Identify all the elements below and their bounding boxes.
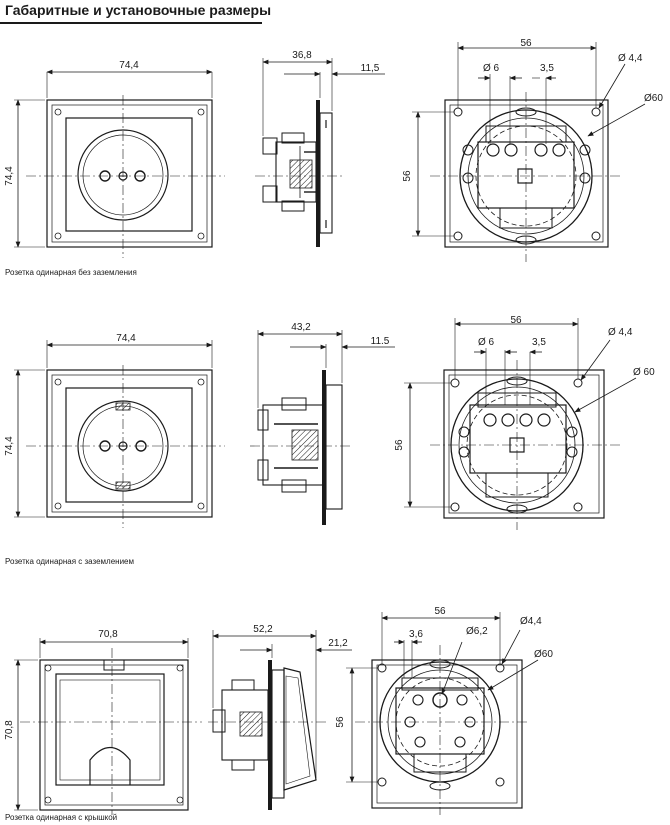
back-box-diameter-label: Ø 60 [633,367,655,378]
front-height-label: 74,4 [4,436,15,456]
frame-outline [371,659,523,809]
frame-outline [46,99,213,248]
side-protrusion-label: 21,2 [328,638,348,649]
mechanism-block [469,404,567,474]
center-screw [517,168,533,184]
page-title: Габаритные и установочные размеры [5,2,272,18]
front-height-label: 70,8 [4,720,15,740]
back-small-diameter-label: Ø 6 [478,337,495,348]
back-small-diameter-label: Ø6,2 [466,626,488,637]
back-vertical-label: 56 [335,716,346,728]
hinged-cover [55,673,165,786]
mounting-frame-edge [316,100,320,247]
side-view-2 [250,330,395,525]
front-height-label: 74,4 [4,166,15,186]
back-pitch-label: 3,6 [409,629,423,640]
back-screw-diameter-label: Ø4,4 [520,616,542,627]
back-center-distance-label: 56 [510,315,522,326]
back-center-distance-label: 56 [520,38,532,49]
frame-outline [444,99,609,248]
front-width-label: 70,8 [98,629,118,640]
back-box-diameter-label: Ø60 [644,93,663,104]
mechanism-body [262,404,324,486]
side-protrusion-label: 11.5 [371,336,390,347]
back-view-2 [404,318,637,530]
mounting-frame-edge [268,660,272,810]
frame-outline [46,369,213,518]
section-caption: Розетка одинарная с заземлением [5,557,134,566]
mechanism-body [275,141,317,203]
section-caption: Розетка одинарная с крышкой [5,813,117,822]
socket-rim [77,129,169,221]
back-center-distance-label: 56 [434,606,446,617]
section-caption: Розетка одинарная без заземления [5,268,137,277]
side-view-1 [255,58,385,247]
back-vertical-label: 56 [402,170,413,182]
title-underline [0,22,262,24]
back-view-3 [346,612,539,815]
cover-plate [65,117,193,232]
back-pitch-label: 3,5 [532,337,546,348]
cover-cable-opening [89,746,131,785]
back-view-1 [412,42,646,262]
cover-profile [319,112,333,234]
section-3: 70,8 70,8 52,2 21,2 [4,606,553,822]
front-view-3 [14,638,202,815]
back-vertical-label: 56 [394,439,405,451]
front-width-label: 74,4 [119,60,139,71]
hinged-cover-profile [283,667,317,791]
back-box-diameter-label: Ø60 [534,649,553,660]
front-view-1 [14,69,225,258]
front-width-label: 74,4 [116,333,136,344]
back-screw-diameter-label: Ø 4,4 [618,53,643,64]
side-view-3 [208,630,352,810]
section-2: 74,4 74,4 43,2 11.5 [4,315,655,566]
cover-profile [325,384,343,510]
back-screw-diameter-label: Ø 4,4 [608,327,633,338]
frame-outline [443,369,605,519]
back-pitch-label: 3,5 [540,63,554,74]
side-depth-label: 52,2 [253,624,273,635]
frame-outline [39,659,189,811]
side-depth-label: 43,2 [291,322,311,333]
side-protrusion-label: 11,5 [361,63,380,74]
back-small-diameter-label: Ø 6 [483,63,500,74]
section-1: 74,4 74,4 36,8 11,5 [4,38,663,277]
mounting-frame-edge [322,370,326,525]
front-view-2 [14,340,225,528]
side-depth-label: 36,8 [292,50,312,61]
cover-plate [65,387,193,503]
